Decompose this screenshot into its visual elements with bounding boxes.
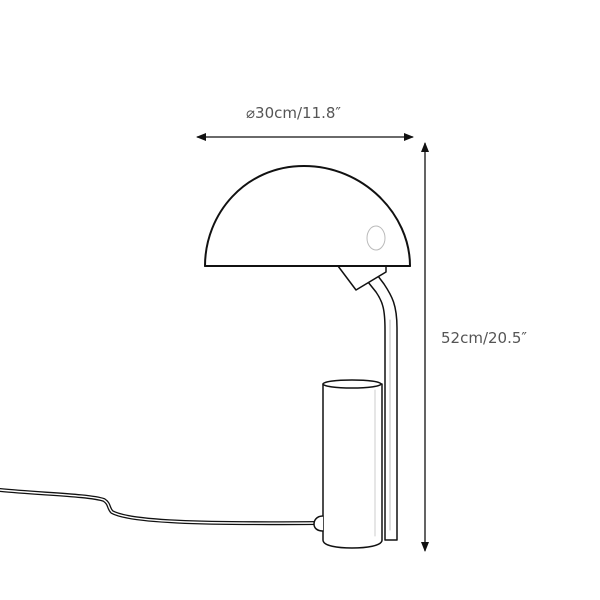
shade-knob <box>366 225 386 251</box>
lamp-shade <box>204 165 411 267</box>
lamp-base <box>322 383 383 549</box>
lamp-drawing <box>0 165 411 549</box>
power-cord <box>0 488 320 526</box>
diameter-label: ⌀30cm/11.8″ <box>246 104 342 122</box>
lamp-stem <box>359 267 398 541</box>
height-label: 52cm/20.5″ <box>441 329 528 347</box>
cord-connector <box>313 515 324 532</box>
